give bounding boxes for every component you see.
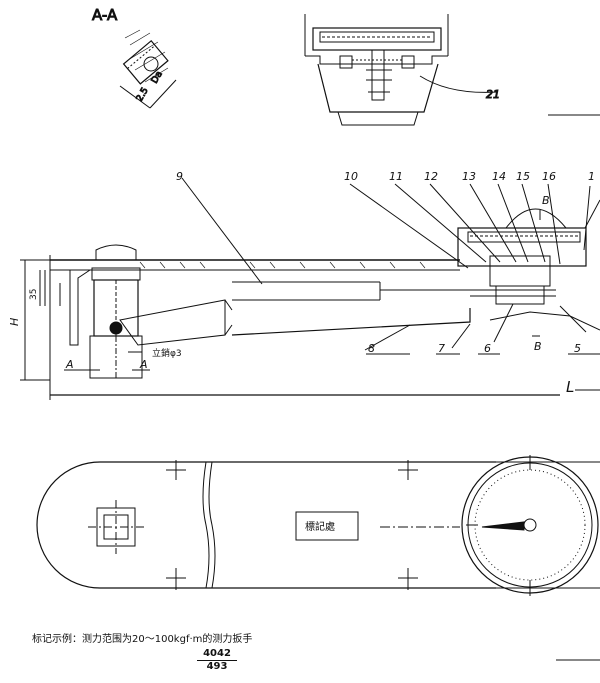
callout-15: 15	[516, 170, 530, 183]
callout-1: 1	[588, 170, 595, 183]
cut-a-right: A	[139, 358, 148, 371]
section-label: A-A	[92, 6, 118, 24]
callout-8: 8	[368, 342, 375, 355]
callout-11: 11	[389, 170, 403, 183]
dim-da: Da	[150, 70, 165, 86]
callout-13: 13	[462, 170, 476, 183]
cut-a-left: A	[65, 358, 74, 371]
dim-h: H	[8, 318, 21, 326]
callout-12: 12	[424, 170, 438, 183]
cut-b-bottom: B	[534, 340, 542, 353]
dial-housing-section	[304, 14, 499, 126]
callout-9: 9	[176, 170, 183, 183]
page-denominator: 493	[197, 660, 237, 673]
callout-6: 6	[484, 342, 491, 355]
side-view	[20, 177, 600, 400]
section-a-a-detail: A-A 2.5 Da	[92, 6, 177, 109]
page-numerator: 4042	[203, 648, 231, 659]
plan-view	[36, 455, 600, 596]
dim-l: L	[566, 378, 574, 396]
marking-area-label: 標記處	[305, 520, 335, 533]
cut-b-top: B	[542, 194, 550, 207]
callout-16: 16	[542, 170, 556, 183]
callout-5: 5	[574, 342, 581, 355]
callout-14: 14	[492, 170, 506, 183]
callout-7: 7	[438, 342, 445, 355]
page-number: 4042 493	[197, 648, 237, 673]
side-view-labels: 9 10 11 12 13 14 15 16 1 8 7 6 5 A A B B…	[8, 170, 595, 396]
dim-2-5: 2.5	[135, 86, 151, 103]
pin-label: 立銷φ3	[152, 347, 182, 359]
marking-example-caption: 标记示例：测力范围为20～100kgf·m的测力扳手	[32, 634, 253, 645]
callout-10: 10	[344, 170, 358, 183]
dim-35: 35	[29, 289, 39, 300]
callout-21: 21	[486, 88, 500, 101]
